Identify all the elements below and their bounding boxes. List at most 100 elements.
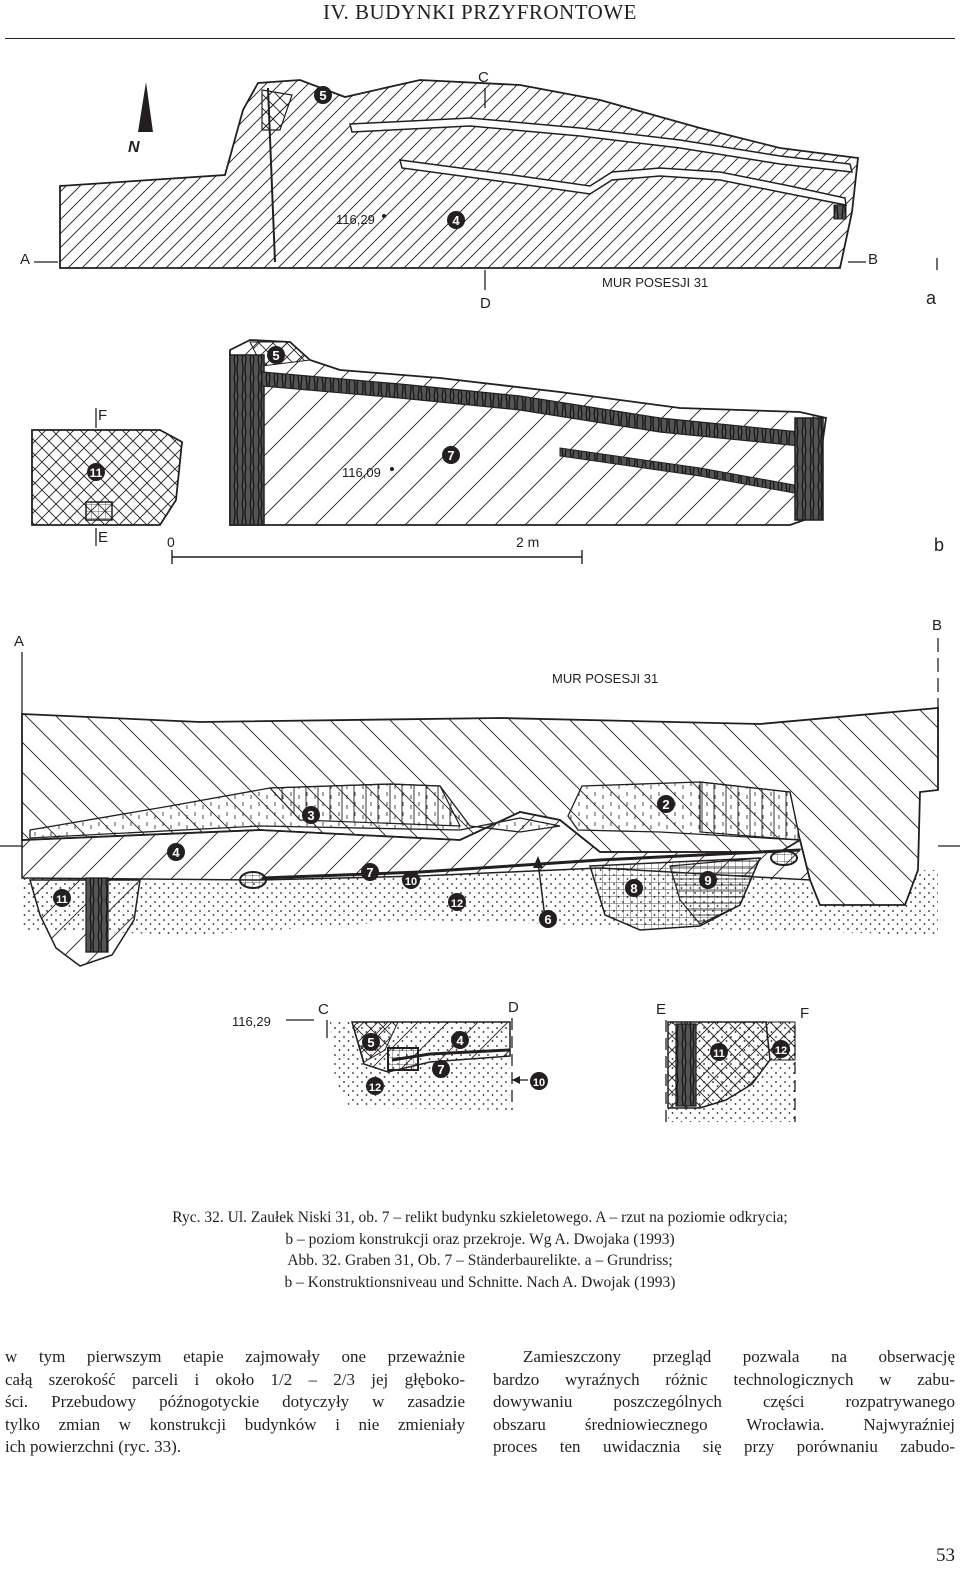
section-d-label: D [480, 295, 491, 312]
layer-marker: 6 [539, 910, 557, 928]
layer-marker: 7 [442, 446, 460, 464]
svg-text:11: 11 [56, 894, 68, 906]
svg-text:11: 11 [713, 1048, 725, 1060]
layer-marker: 7 [361, 863, 379, 881]
svg-text:116,29: 116,29 [336, 212, 375, 227]
caption-line: b – poziom konstrukcji oraz przekroje. W… [285, 1230, 675, 1248]
section-c-label: C [318, 1001, 329, 1018]
elevation-marker: 116,29 [336, 212, 386, 227]
svg-text:10: 10 [533, 1077, 545, 1089]
svg-text:12: 12 [451, 898, 463, 910]
svg-text:2 m: 2 m [516, 534, 539, 550]
post-left [229, 354, 265, 526]
layer-marker: 12 [366, 1077, 384, 1095]
section-b-label: B [932, 617, 942, 634]
svg-text:12: 12 [775, 1045, 787, 1057]
scale-bar: 0 2 m [167, 534, 583, 564]
panel-letter-a: a [926, 288, 937, 308]
layer-marker: 8 [625, 879, 643, 897]
layer-marker: 10 [530, 1072, 548, 1090]
text-line: Zamieszczony przegląd pozwala na obserwa… [523, 1347, 955, 1366]
svg-text:9: 9 [704, 873, 711, 888]
layer-marker: 7 [432, 1060, 450, 1078]
svg-text:5: 5 [367, 1035, 374, 1050]
svg-text:116,09: 116,09 [342, 465, 381, 480]
body-column-right: Zamieszczony przegląd pozwala na obserwa… [493, 1346, 955, 1459]
layer-marker: 11 [87, 463, 105, 481]
plan-panel-a: N C D A B 116,29 MUR POSESJI 31 a 5 4 [20, 69, 938, 312]
layer-marker: 10 [402, 871, 420, 889]
timber-beam-upper [349, 117, 853, 173]
layer-4 [21, 811, 811, 881]
text-line: całą szerokość parceli i około 1/2 – 2/3… [5, 1369, 465, 1389]
section-b-label: B [868, 251, 878, 268]
text-line: dowywaniu poszczególnych części rozpatry… [493, 1392, 955, 1411]
layer-marker: 2 [657, 795, 675, 813]
wall-label: MUR POSESJI 31 [552, 671, 658, 686]
north-arrow-icon [138, 82, 153, 132]
svg-text:6: 6 [544, 912, 551, 927]
text-line: ści. Przebudowy późnogotyckie dotyczyły … [5, 1392, 465, 1411]
section-cd: 116,29 C D 5 4 7 12 10 [232, 999, 548, 1110]
svg-text:5: 5 [319, 88, 326, 103]
figure-caption: Ryc. 32. Ul. Zaułek Niski 31, ob. 7 – re… [60, 1207, 900, 1293]
layer-marker: 3 [302, 806, 320, 824]
svg-text:4: 4 [452, 213, 460, 228]
layer-marker: 5 [267, 346, 285, 364]
svg-text:7: 7 [447, 448, 454, 463]
section-f-label: F [98, 407, 107, 424]
caption-line: b – Konstruktionsniveau und Schnitte. Na… [284, 1273, 676, 1291]
panel-letter-b: b [934, 535, 944, 555]
section-f-label: F [800, 1005, 809, 1022]
running-head: IV. BUDYNKI PRZYFRONTOWE [323, 0, 637, 24]
svg-text:7: 7 [366, 865, 373, 880]
svg-text:4: 4 [456, 1033, 464, 1048]
header-rule [5, 38, 955, 39]
layer-marker: 5 [314, 86, 332, 104]
svg-text:11: 11 [90, 466, 103, 480]
text-line: proces ten uwidacznia się przy porównani… [493, 1437, 955, 1456]
svg-text:0: 0 [167, 534, 175, 550]
section-d-label: D [508, 999, 519, 1016]
section-ab: A B MUR POSESJI 31 3 2 4 7 10 [0, 617, 960, 967]
svg-text:2: 2 [662, 797, 669, 812]
svg-text:12: 12 [369, 1082, 381, 1094]
svg-text:10: 10 [405, 876, 417, 888]
wall-label: MUR POSESJI 31 [602, 275, 708, 290]
plan-f-block [31, 429, 183, 526]
section-e-label: E [98, 529, 108, 546]
section-a-label: A [14, 633, 24, 650]
layer-marker: 4 [451, 1031, 469, 1049]
text-line: tylko zmian w konstrukcji budynków i nie… [5, 1414, 465, 1434]
section-ef: E F 11 12 [656, 1001, 809, 1122]
caption-line: Abb. 32. Graben 31, Ob. 7 – Ständerbaure… [287, 1252, 673, 1269]
layer-marker: 5 [362, 1033, 380, 1051]
svg-text:3: 3 [307, 808, 314, 823]
pit-11 [29, 879, 141, 967]
caption-line: Ryc. 32. Ul. Zaułek Niski 31, ob. 7 – re… [172, 1209, 788, 1226]
layer-marker: 11 [53, 889, 71, 907]
svg-text:7: 7 [437, 1062, 444, 1077]
plan-panel-b: F E 116,09 0 2 m b 5 7 11 [31, 339, 944, 564]
layer-marker: 4 [447, 211, 465, 229]
section-c-label: C [478, 69, 489, 86]
section-a-label: A [20, 251, 30, 268]
page-number: 53 [936, 1545, 955, 1566]
archaeological-figure: N C D A B 116,29 MUR POSESJI 31 a 5 4 [0, 69, 960, 1122]
layer-marker: 12 [772, 1040, 790, 1058]
section-e-label: E [656, 1001, 666, 1018]
svg-text:8: 8 [630, 881, 637, 896]
floor-line [261, 848, 801, 880]
svg-text:4: 4 [172, 845, 180, 860]
north-label: N [128, 139, 140, 156]
text-line: obszaru średniowiecznego Wrocławia. Najw… [493, 1414, 955, 1434]
layer-marker: 9 [699, 871, 717, 889]
elevation-label: 116,29 [232, 1014, 271, 1029]
text-line: bardzo wyraźnych różnic technologicznych… [493, 1369, 955, 1389]
text-line: ich powierzchni (ryc. 33). [5, 1437, 182, 1456]
layer-marker: 12 [448, 893, 466, 911]
text-line: w tym pierwszym etapie zajmowały one prz… [5, 1347, 465, 1366]
elevation-marker: 116,09 [342, 465, 394, 480]
svg-text:5: 5 [272, 348, 279, 363]
body-column-left: w tym pierwszym etapie zajmowały one prz… [5, 1346, 465, 1459]
